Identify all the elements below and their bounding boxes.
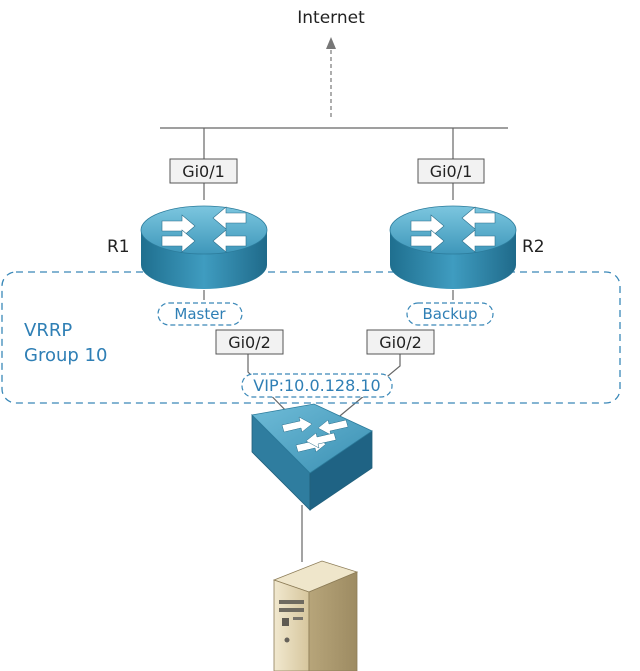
r1-downlink-port-badge: Gi0/2 [215, 329, 284, 355]
vrrp-group-label-line1: VRRP [24, 320, 72, 341]
r2-role-badge: Backup [406, 302, 494, 326]
r1-uplink-port-label: Gi0/1 [182, 162, 225, 181]
vip-label: VIP:10.0.128.10 [253, 376, 380, 395]
r1-role-label: Master [174, 305, 226, 323]
r2-name: R2 [522, 237, 545, 257]
r1-role-badge: Master [157, 302, 243, 326]
r2-uplink-port-label: Gi0/1 [430, 162, 473, 181]
internet-label: Internet [297, 8, 365, 28]
r2-uplink-port-badge: Gi0/1 [417, 158, 485, 184]
r1-uplink-port-badge: Gi0/1 [169, 158, 238, 184]
r1-name: R1 [107, 237, 130, 257]
vrrp-group-outline [1, 271, 621, 404]
r2-downlink-port-label: Gi0/2 [379, 333, 422, 352]
router-icon [140, 205, 268, 289]
r2-downlink-port-badge: Gi0/2 [366, 329, 435, 355]
arrow-up-icon [326, 37, 336, 120]
r1-switch-link [247, 352, 296, 421]
r1-downlink-port-label: Gi0/2 [228, 333, 271, 352]
r2-switch-link [334, 352, 401, 421]
router-icon [389, 205, 517, 289]
switch-icon [251, 403, 373, 511]
vrrp-group-label-line2: Group 10 [24, 345, 107, 366]
r2-role-label: Backup [423, 305, 478, 323]
server-icon [272, 560, 359, 671]
vip-badge: VIP:10.0.128.10 [241, 373, 393, 398]
